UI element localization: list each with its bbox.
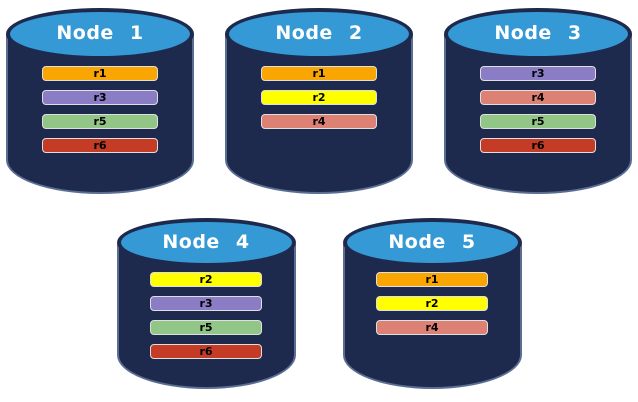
replica-bar-r5: r5 (479, 114, 597, 129)
replica-list: r1 r3 r5 r6 (6, 66, 194, 153)
node-cylinder-node-5: Node 5 r1 r2 r4 (342, 218, 522, 389)
replica-bar-r1: r1 (376, 272, 488, 287)
replica-bar-r2: r2 (260, 90, 378, 105)
node-title: Node 5 (388, 230, 476, 253)
node-cylinder-node-4: Node 4 r2 r3 r5 r6 (116, 218, 296, 389)
node-cylinder-node-2: Node 2 r1 r2 r4 (225, 8, 413, 194)
replica-bar-r4: r4 (376, 320, 488, 335)
replica-list: r3 r4 r5 r6 (444, 66, 632, 153)
replica-bar-r6: r6 (41, 138, 159, 153)
replica-bar-r6: r6 (479, 138, 597, 153)
cylinder-body (342, 244, 522, 389)
replica-bar-r1: r1 (260, 66, 378, 81)
replica-bar-r6: r6 (150, 344, 262, 359)
node-row-bottom: Node 4 r2 r3 r5 r6 Node 5 r1 r2 r4 (0, 218, 638, 389)
node-title: Node 2 (275, 22, 363, 44)
replica-bar-r2: r2 (150, 272, 262, 287)
cylinder-top-ellipse: Node 2 (225, 8, 413, 60)
node-title: Node 4 (162, 230, 250, 253)
replica-list: r1 r2 r4 (225, 66, 413, 129)
replica-list: r1 r2 r4 (343, 272, 522, 335)
replica-bar-r2: r2 (376, 296, 488, 311)
replica-bar-r4: r4 (260, 114, 378, 129)
cylinder-top-ellipse: Node 3 (444, 8, 632, 60)
replica-bar-r5: r5 (41, 114, 159, 129)
replica-bar-r1: r1 (41, 66, 159, 81)
replica-list: r2 r3 r5 r6 (117, 272, 296, 359)
replica-bar-r4: r4 (479, 90, 597, 105)
replica-bar-r5: r5 (150, 320, 262, 335)
node-title: Node 1 (56, 22, 144, 44)
node-cylinder-node-1: Node 1 r1 r3 r5 r6 (6, 8, 194, 194)
node-cylinder-node-3: Node 3 r3 r4 r5 r6 (444, 8, 632, 194)
node-title: Node 3 (494, 22, 582, 44)
replica-bar-r3: r3 (479, 66, 597, 81)
replica-bar-r3: r3 (41, 90, 159, 105)
replica-bar-r3: r3 (150, 296, 262, 311)
cylinder-body (116, 244, 296, 389)
cylinder-top-ellipse: Node 4 (116, 218, 296, 267)
cylinder-top-ellipse: Node 1 (6, 8, 194, 60)
cylinder-top-ellipse: Node 5 (342, 218, 522, 267)
